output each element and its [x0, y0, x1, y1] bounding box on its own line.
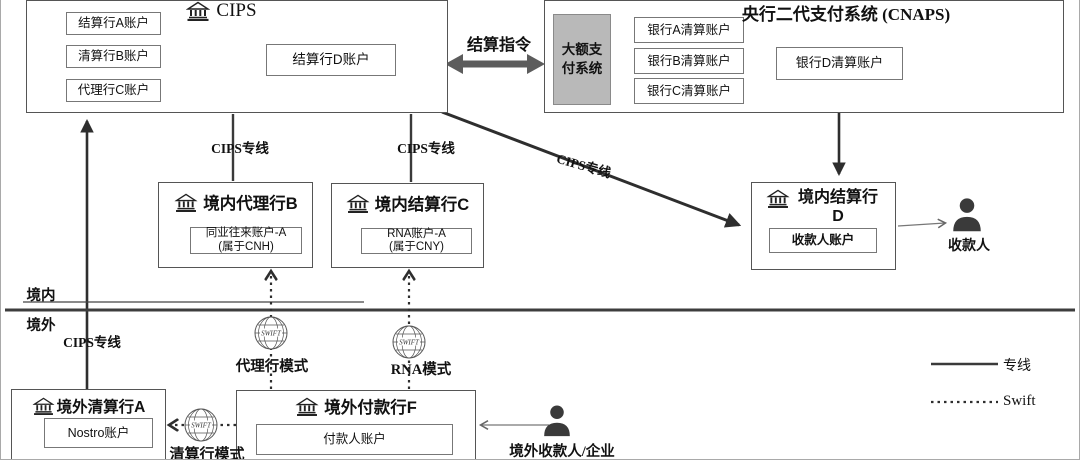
cips-line-label-b: CIPS专线: [211, 141, 269, 156]
bank-f-account: 付款人账户: [256, 424, 453, 455]
bank-c-account-name: RNA账户-A: [387, 227, 446, 240]
bank-icon: [185, 1, 211, 21]
bank-f-title-row: 境外付款行F: [239, 394, 473, 418]
payee-label: 收款人: [948, 239, 990, 254]
legend-dotted-label: Swift: [1003, 393, 1036, 409]
bank-d-title-row: 境内结算行D: [754, 188, 893, 226]
bank-b-account-name: 同业往来账户-A: [205, 227, 287, 240]
hvps-box: 大额支 付系统: [553, 14, 611, 105]
swift-globe-text: SWIFT: [261, 330, 282, 338]
cips-account-a: 结算行A账户: [66, 12, 161, 35]
cnaps-account-c: 银行C清算账户: [634, 78, 744, 104]
overseas-party-label: 境外收款人/企业: [509, 444, 615, 460]
bank-c-name: 境内结算行C: [374, 196, 470, 214]
connector-cips-to-bank-d: [441, 110, 742, 228]
cips-account-c: 代理行C账户: [66, 79, 161, 102]
bank-icon: [174, 193, 198, 212]
cnaps-account-a: 银行A清算账户: [634, 17, 744, 43]
bank-icon: [295, 397, 319, 416]
bank-icon: [346, 194, 370, 213]
swift-globe-text: SWIFT: [191, 422, 212, 430]
hvps-line2: 付系统: [561, 60, 603, 76]
connector-bank-d-to-payee: [897, 218, 948, 229]
bank-a-title-row: 境外清算行A: [13, 395, 164, 417]
bank-icon: [766, 189, 790, 208]
bank-f-name: 境外付款行F: [324, 399, 417, 417]
bank-b-name: 境内代理行B: [203, 195, 298, 213]
payee-person-icon: [952, 197, 982, 238]
bank-b-title-row: 境内代理行B: [161, 190, 311, 214]
agent-mode-label: 代理行模式: [235, 359, 309, 375]
swift-globe-rna: SWIFT: [391, 324, 427, 365]
bank-a-account: Nostro账户: [44, 418, 153, 448]
cips-settlement-account-d: 结算行D账户: [266, 44, 396, 76]
bank-c-account-note: (属于CNY): [389, 241, 444, 253]
cips-line-label-overseas: CIPS专线: [63, 335, 121, 350]
bank-c-account: RNA账户-A (属于CNY): [361, 228, 472, 254]
swift-globe-text: SWIFT: [399, 339, 420, 347]
bank-d-name: 境内结算行D: [797, 189, 878, 226]
hvps-line1: 大额支: [561, 42, 603, 58]
settlement-instruction-label: 结算指令: [466, 37, 531, 54]
bank-c-title-row: 境内结算行C: [334, 191, 481, 215]
cips-account-b: 清算行B账户: [66, 45, 161, 68]
clearing-mode-label: 清算行模式: [169, 447, 245, 460]
domestic-label: 境内: [26, 288, 56, 304]
cnaps-title: 央行二代支付系统 (CNAPS): [741, 5, 951, 24]
bank-icon: [32, 397, 55, 415]
swift-globe-agent: SWIFT: [253, 315, 289, 356]
cips-line-label-c: CIPS专线: [397, 141, 455, 156]
cnaps-account-b: 银行B清算账户: [634, 48, 744, 74]
bank-b-account: 同业往来账户-A (属于CNH): [190, 227, 302, 254]
rna-mode-label: RNA模式: [390, 362, 452, 378]
cips-title-row: CIPS: [161, 0, 281, 21]
cnaps-settlement-account-d: 银行D清算账户: [776, 47, 903, 80]
overseas-party-person-icon: [543, 404, 571, 443]
bank-d-account: 收款人账户: [769, 228, 877, 253]
bank-b-account-note: (属于CNH): [218, 240, 274, 253]
bank-a-name: 境外清算行A: [56, 399, 146, 416]
legend-solid-label: 专线: [1003, 359, 1031, 374]
cips-title: CIPS: [216, 0, 257, 21]
overseas-label: 境外: [26, 318, 56, 334]
settlement-instruction-arrow: [445, 54, 545, 74]
swift-globe-clearing: SWIFT: [183, 407, 219, 448]
